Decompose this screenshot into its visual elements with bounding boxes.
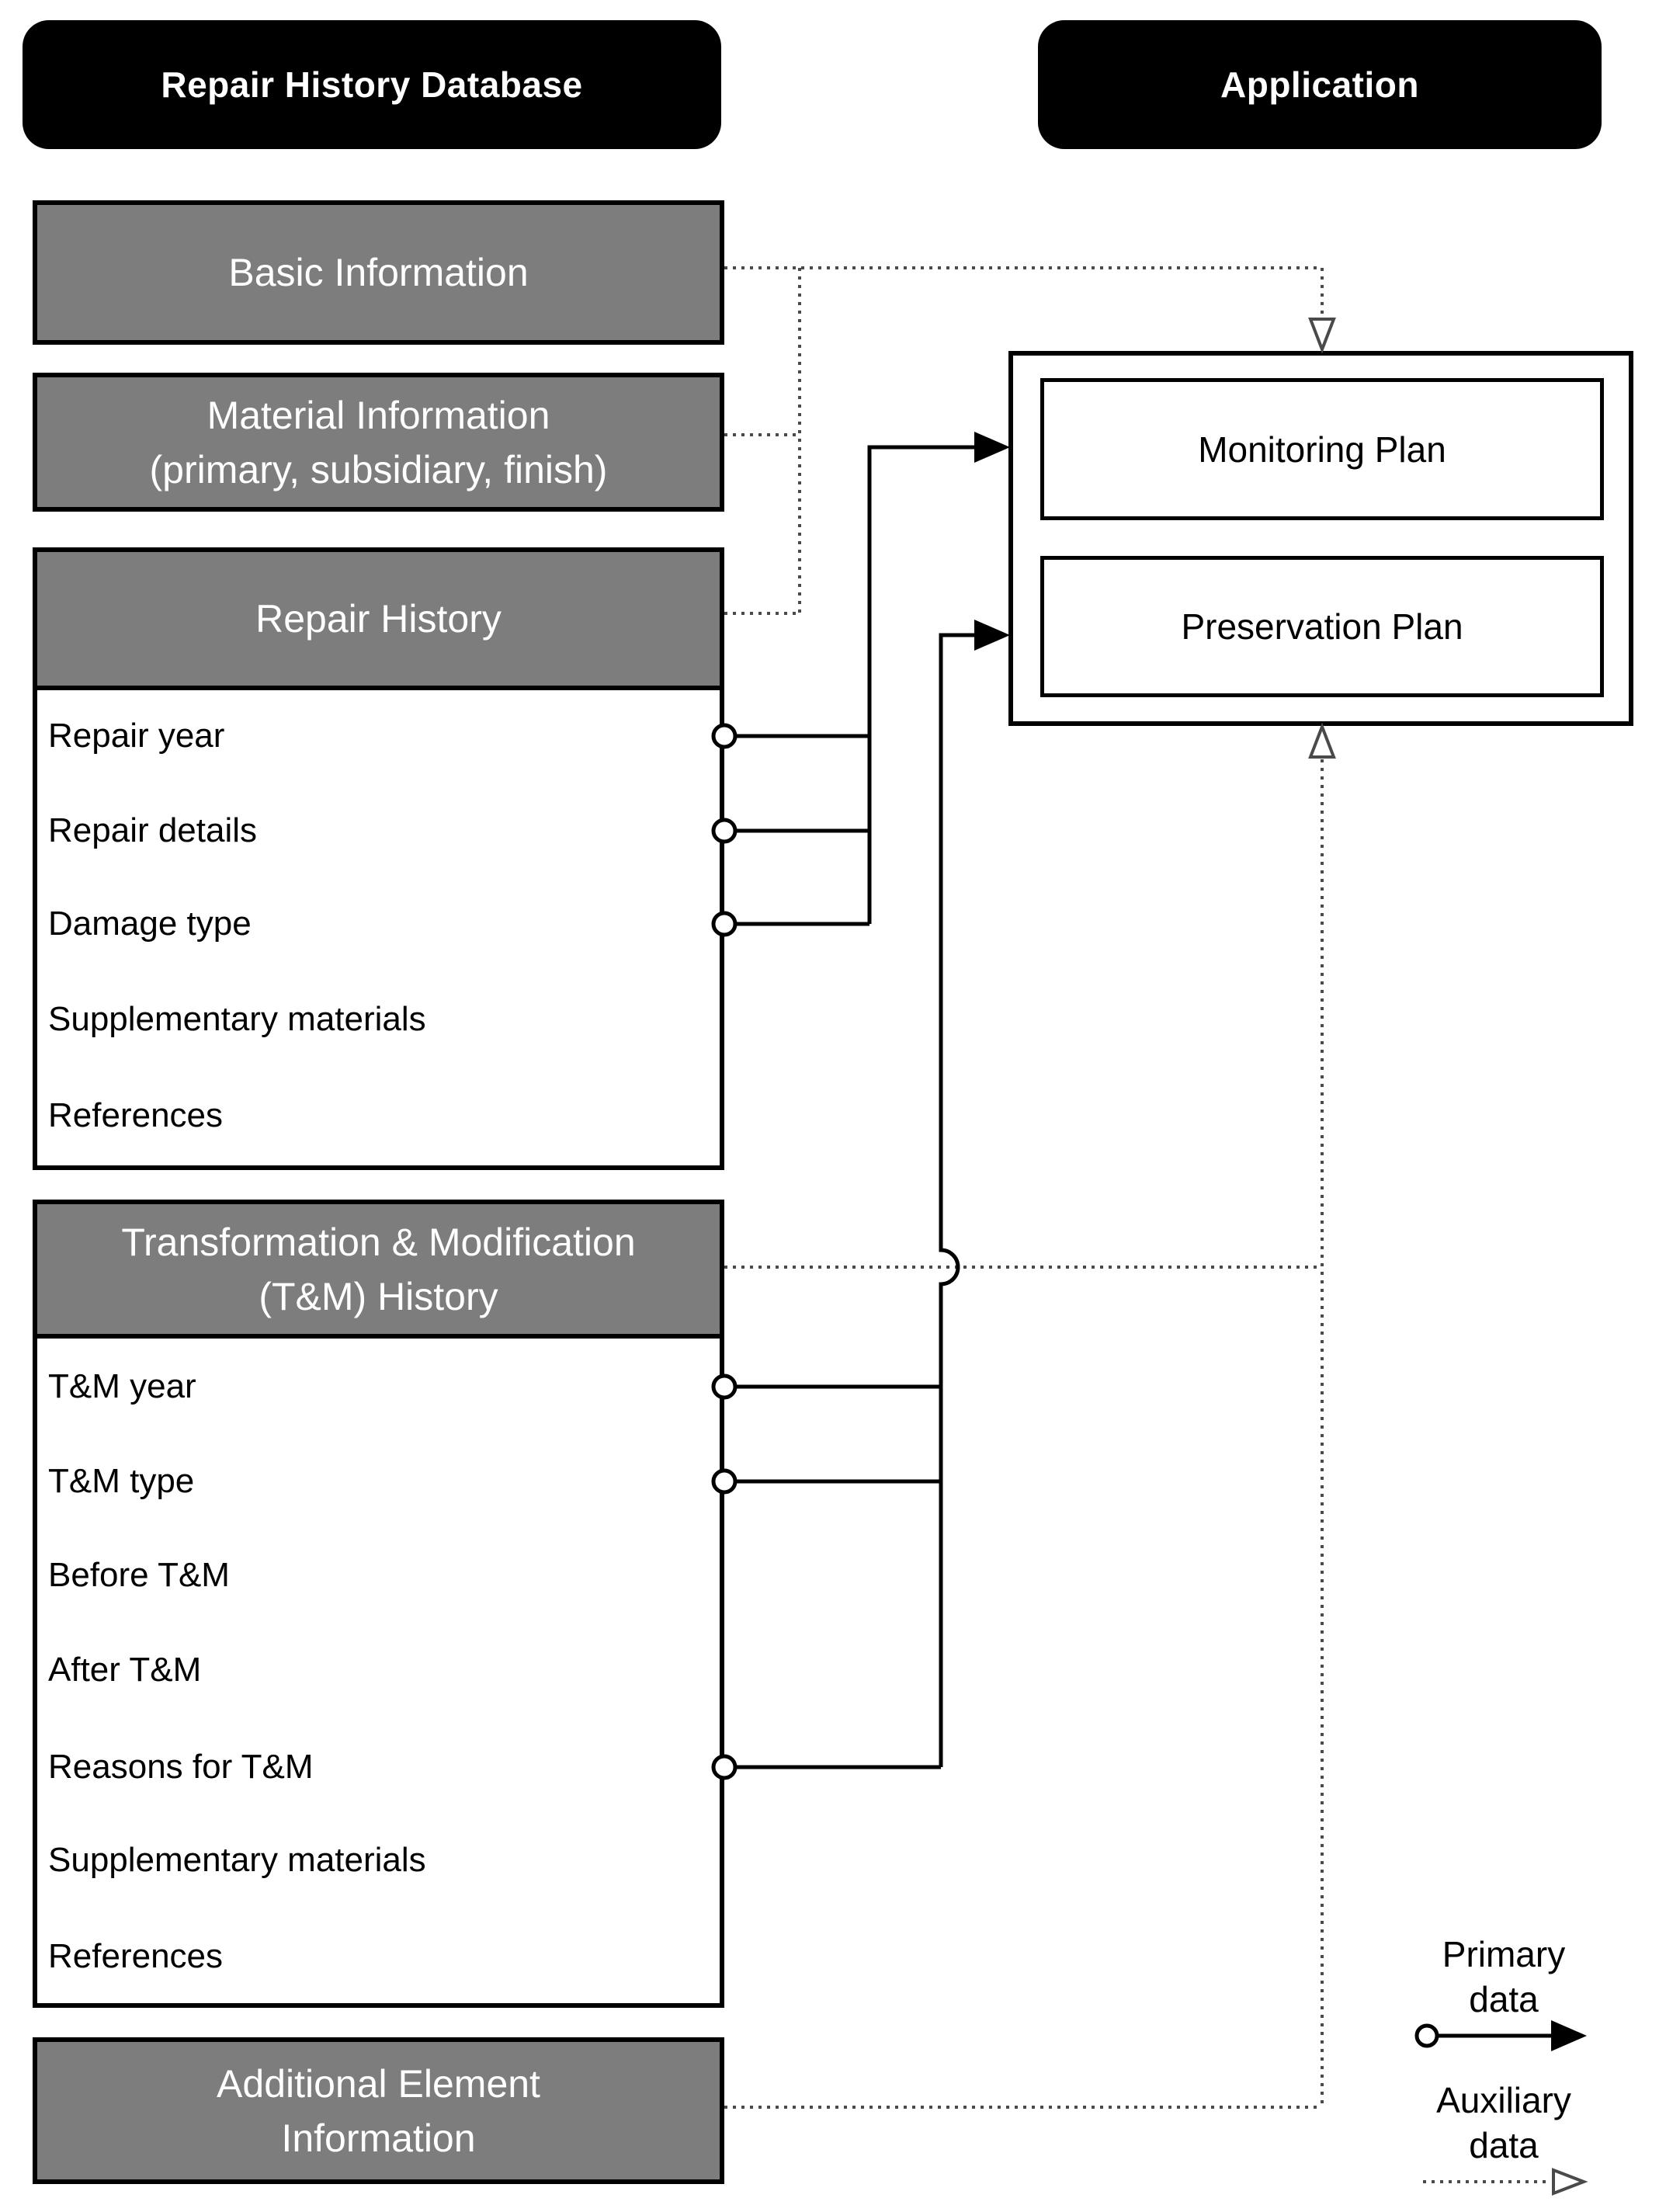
filled-arrow-right-icon bbox=[974, 432, 1010, 463]
item-tm-supplementary-materials: Supplementary materials bbox=[48, 1841, 426, 1879]
legend-primary-data-label: Primary data bbox=[1442, 1934, 1566, 2019]
open-arrow-right-icon bbox=[1552, 2168, 1588, 2196]
primary-line-collector-a bbox=[867, 445, 977, 924]
legend-auxiliary-marker bbox=[1423, 2168, 1588, 2196]
legend-primary-marker bbox=[1414, 2020, 1587, 2051]
basic-information-box: Basic Information bbox=[33, 200, 724, 345]
item-tm-year: T&M year bbox=[48, 1367, 196, 1405]
item-repair-year: Repair year bbox=[48, 717, 225, 755]
tm-history-header-box: Transformation & Modification (T&M) Hist… bbox=[33, 1200, 724, 1339]
item-reasons-for-tm: Reasons for T&M bbox=[48, 1748, 314, 1786]
legend-auxiliary-data-label: Auxiliary data bbox=[1436, 2080, 1571, 2165]
repair-history-items-box: Repair year Repair details Damage type S… bbox=[33, 690, 724, 1170]
additional-element-information-box: Additional Element Information bbox=[33, 2037, 724, 2184]
primary-connector-tm-to-preservation bbox=[724, 633, 977, 1769]
monitoring-plan-box: Monitoring Plan bbox=[1040, 378, 1604, 520]
item-after-tm: After T&M bbox=[48, 1651, 202, 1689]
item-damage-type: Damage type bbox=[48, 905, 252, 943]
item-repair-details: Repair details bbox=[48, 811, 258, 849]
aux-connector-bottom-group bbox=[724, 759, 1324, 2109]
filled-arrow-right-icon bbox=[1551, 2020, 1587, 2051]
filled-arrow-right-icon bbox=[974, 620, 1010, 651]
item-references: References bbox=[48, 1096, 224, 1134]
item-before-tm: Before T&M bbox=[48, 1556, 230, 1594]
open-arrow-down-icon bbox=[1308, 318, 1336, 354]
item-tm-type: T&M type bbox=[48, 1462, 195, 1500]
item-tm-references: References bbox=[48, 1937, 224, 1975]
material-information-box: Material Information (primary, subsidiar… bbox=[33, 373, 724, 512]
primary-connector-repair-to-monitoring bbox=[724, 445, 977, 926]
application-header: Application bbox=[1038, 20, 1602, 149]
repair-history-header-box: Repair History bbox=[33, 547, 724, 690]
item-supplementary-materials: Supplementary materials bbox=[48, 1000, 426, 1038]
primary-line-collector-b-with-hop bbox=[939, 633, 977, 1767]
preservation-plan-box: Preservation Plan bbox=[1040, 556, 1604, 697]
tm-history-items-box: T&M year T&M type Before T&M After T&M R… bbox=[33, 1339, 724, 2008]
open-arrow-up-icon bbox=[1308, 722, 1336, 759]
repair-history-database-header: Repair History Database bbox=[23, 20, 721, 149]
